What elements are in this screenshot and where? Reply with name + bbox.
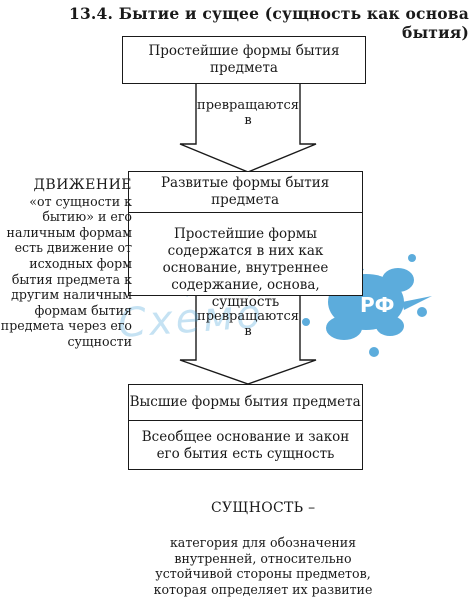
essence-definition: категория для обозначения внутренней, от… [153,535,373,597]
watermark-suffix: РФ [360,293,395,317]
arrow-1-label: превращаются в [197,98,299,128]
box-simplest-contained: Простейшие формы содержатся в них как ос… [137,226,354,311]
essence-term: СУЩНОСТЬ – [211,500,316,516]
box-simplest-forms: Простейшие формы бытия предмета [122,36,366,84]
movement-text: «от сущности к бытию» и его наличным фор… [0,193,132,349]
box-simplest-contained-label: Простейшие формы содержатся в них как ос… [162,226,329,310]
higher-forms-group: Высшие формы бытия предмета Всеобщее осн… [127,383,363,470]
box-developed-forms: Развитые формы бытия предмета [127,170,363,213]
box-higher-forms-label: Высшие формы бытия предмета [129,393,361,410]
movement-note: ДВИЖЕНИЕ «от сущности к бытию» и его нал… [0,177,132,350]
box-higher-forms: Высшие формы бытия предмета [127,383,363,421]
box-simplest-forms-label: Простейшие формы бытия предмета [148,43,340,76]
movement-heading: ДВИЖЕНИЕ [33,177,132,193]
box-universal-basis-label: Всеобщее основание и закон его бытия ест… [141,429,350,462]
box-universal-basis: Всеобщее основание и закон его бытия ест… [139,429,352,463]
developed-forms-group: Развитые формы бытия предмета Простейшие… [127,170,363,310]
arrow-2-label: превращаются в [197,309,299,339]
box-developed-forms-label: Развитые формы бытия предмета [160,174,330,208]
page-title: 13.4. Бытие и сущее (сущность как основа… [68,4,469,42]
